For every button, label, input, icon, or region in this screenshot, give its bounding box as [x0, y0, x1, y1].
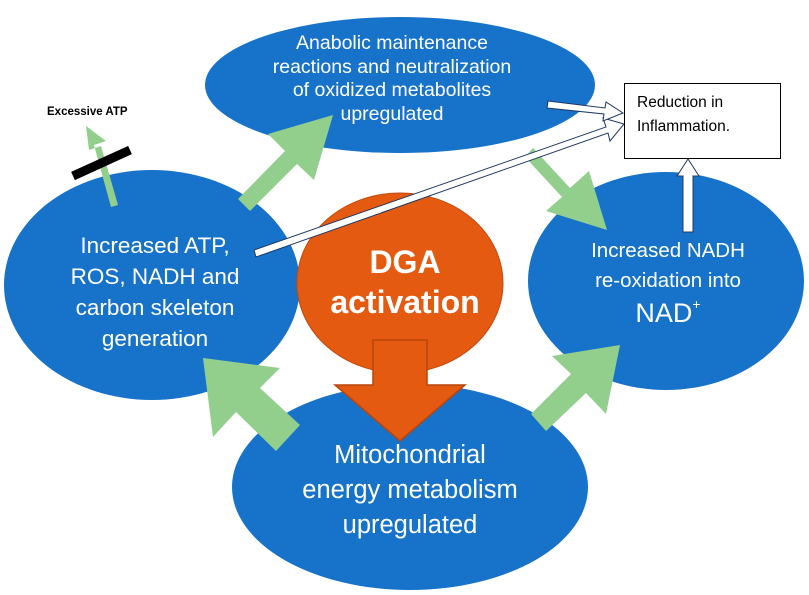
mito-line: upregulated — [342, 511, 478, 539]
inflammation-line: Reduction in — [637, 94, 724, 111]
anabolic-line: reactions and neutralization — [272, 55, 512, 78]
atp-line: carbon skeleton — [75, 295, 235, 320]
dga-line: DGA — [369, 244, 441, 280]
atp-generation-label: Increased ATP, ROS, NADH and carbon skel… — [20, 230, 290, 354]
nadh-line: Increased NADH — [591, 239, 745, 262]
inflammation-box: Reduction in Inflammation. — [624, 83, 781, 159]
inflammation-line: Inflammation. — [637, 118, 731, 135]
anabolic-line: of oxidized metabolites — [292, 79, 492, 101]
atp-line: ROS, NADH and — [70, 264, 240, 289]
excessive-atp-label: Excessive ATP — [47, 106, 128, 118]
anabolic-line: Anabolic maintenance — [296, 32, 488, 54]
mito-line: Mitochondrial — [334, 441, 486, 469]
anabolic-label: Anabolic maintenance reactions and neutr… — [222, 32, 562, 126]
nadh-reoxidation-label: Increased NADH re-oxidation into NAD+ — [552, 236, 784, 330]
mito-line: energy metabolism — [302, 476, 518, 504]
green-arrow-anabolic-to-nadh — [525, 148, 607, 230]
nad-plus-line: NAD+ — [635, 296, 700, 330]
dga-down-arrow — [332, 339, 468, 442]
green-arrow-mitochondrial-to-atp — [203, 358, 300, 451]
mitochondrial-label: Mitochondrial energy metabolism upregula… — [262, 438, 558, 543]
nad-superscript: + — [692, 296, 701, 312]
nad-text: NAD — [635, 298, 693, 328]
mitochondrial-ellipse — [232, 384, 588, 590]
dga-line: activation — [330, 284, 480, 320]
block-bar — [71, 145, 132, 181]
atp-ellipse — [4, 170, 300, 400]
dga-activation-label: DGA activation — [305, 242, 505, 322]
green-arrow-nadh-from-mitochondrial — [531, 345, 620, 431]
nadh-line: re-oxidation into — [595, 269, 741, 292]
atp-line: Increased ATP, — [80, 233, 230, 258]
white-arrow-atp-to-inflammation — [253, 117, 625, 258]
anabolic-line: upregulated — [340, 102, 444, 125]
anabolic-ellipse — [205, 17, 595, 153]
white-arrow-anabolic-to-inflammation — [546, 100, 625, 122]
atp-line: generation — [101, 326, 209, 351]
green-arrow-atp-to-anabolic — [238, 115, 333, 211]
white-arrow-nadh-to-inflammation — [676, 158, 700, 233]
